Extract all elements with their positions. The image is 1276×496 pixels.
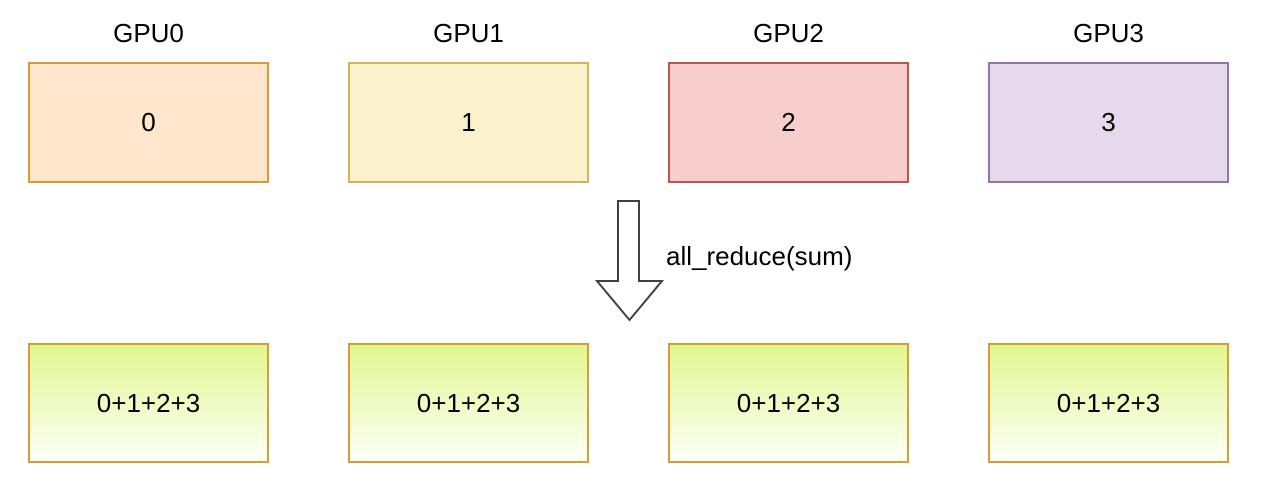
gpu3-result-value: 0+1+2+3 — [1056, 387, 1161, 418]
gpu1-result-box: 0+1+2+3 — [348, 343, 589, 463]
gpu3-label: GPU3 — [1073, 18, 1144, 48]
gpu2-label: GPU2 — [753, 18, 824, 48]
gpu1-label: GPU1 — [433, 18, 504, 48]
gpu2-value: 2 — [781, 107, 796, 137]
down-arrow-shape — [594, 200, 665, 322]
gpu0-value: 0 — [141, 107, 156, 137]
gpu2-value-box: 2 — [668, 62, 909, 183]
operation-label: all_reduce(sum) — [666, 241, 853, 271]
gpu2-result-value: 0+1+2+3 — [736, 387, 841, 418]
gpu1-result-value: 0+1+2+3 — [416, 387, 521, 418]
gpu3-value-box: 3 — [988, 62, 1229, 183]
gpu1-value: 1 — [461, 107, 476, 137]
gpu3-result-box: 0+1+2+3 — [988, 343, 1229, 463]
gpu0-result-box: 0+1+2+3 — [28, 343, 269, 463]
gpu3-value: 3 — [1101, 107, 1116, 137]
gpu1-value-box: 1 — [348, 62, 589, 183]
gpu2-result-box: 0+1+2+3 — [668, 343, 909, 463]
gpu0-value-box: 0 — [28, 62, 269, 183]
down-arrow-icon — [594, 200, 665, 322]
gpu0-result-value: 0+1+2+3 — [96, 387, 201, 418]
gpu0-label: GPU0 — [113, 18, 184, 48]
